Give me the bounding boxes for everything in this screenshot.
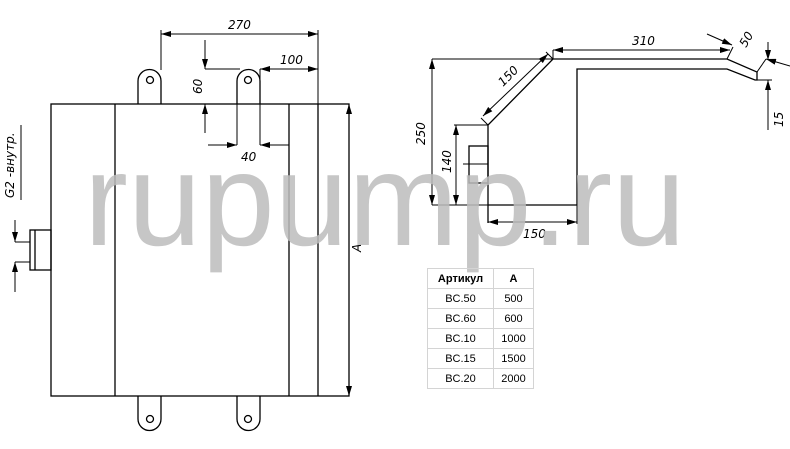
column-header-A: A	[493, 268, 534, 289]
front-view: G2 -внутр. 270 100 60 40 A	[3, 18, 364, 432]
cell-a: 600	[493, 308, 534, 329]
cell-article: BC.60	[427, 308, 494, 329]
pipe-fitting	[29, 229, 52, 271]
dim-150-bottom: 150	[523, 227, 546, 241]
cell-article: BC.50	[427, 288, 494, 309]
cell-article: BC.15	[427, 348, 494, 369]
connection-label: G2 -внутр.	[3, 132, 17, 198]
mounting-lug	[137, 68, 162, 104]
column-header-article: Артикул	[427, 268, 494, 289]
dim-40: 40	[241, 150, 257, 164]
dim-140: 140	[440, 150, 454, 173]
dim-60: 60	[191, 78, 205, 94]
mounting-lug	[236, 68, 261, 104]
cell-article: BC.20	[427, 368, 494, 389]
dim-250: 250	[414, 122, 428, 145]
table-header-row: Артикул A	[427, 268, 534, 289]
watermark: rupump.ru	[84, 126, 686, 273]
dim-100: 100	[280, 53, 303, 67]
cell-a: 500	[493, 288, 534, 309]
cell-a: 1500	[493, 348, 534, 369]
cell-a: 2000	[493, 368, 534, 389]
mounting-lug	[236, 396, 261, 432]
cell-a: 1000	[493, 328, 534, 349]
dim-270: 270	[228, 18, 251, 32]
cell-article: BC.10	[427, 328, 494, 349]
dim-150-diagonal: 150	[495, 63, 521, 89]
dim-310: 310	[632, 34, 655, 48]
dim-A: A	[350, 244, 364, 253]
dim-15: 15	[772, 112, 786, 127]
dim-50: 50	[736, 29, 756, 50]
mounting-lug	[137, 396, 162, 432]
